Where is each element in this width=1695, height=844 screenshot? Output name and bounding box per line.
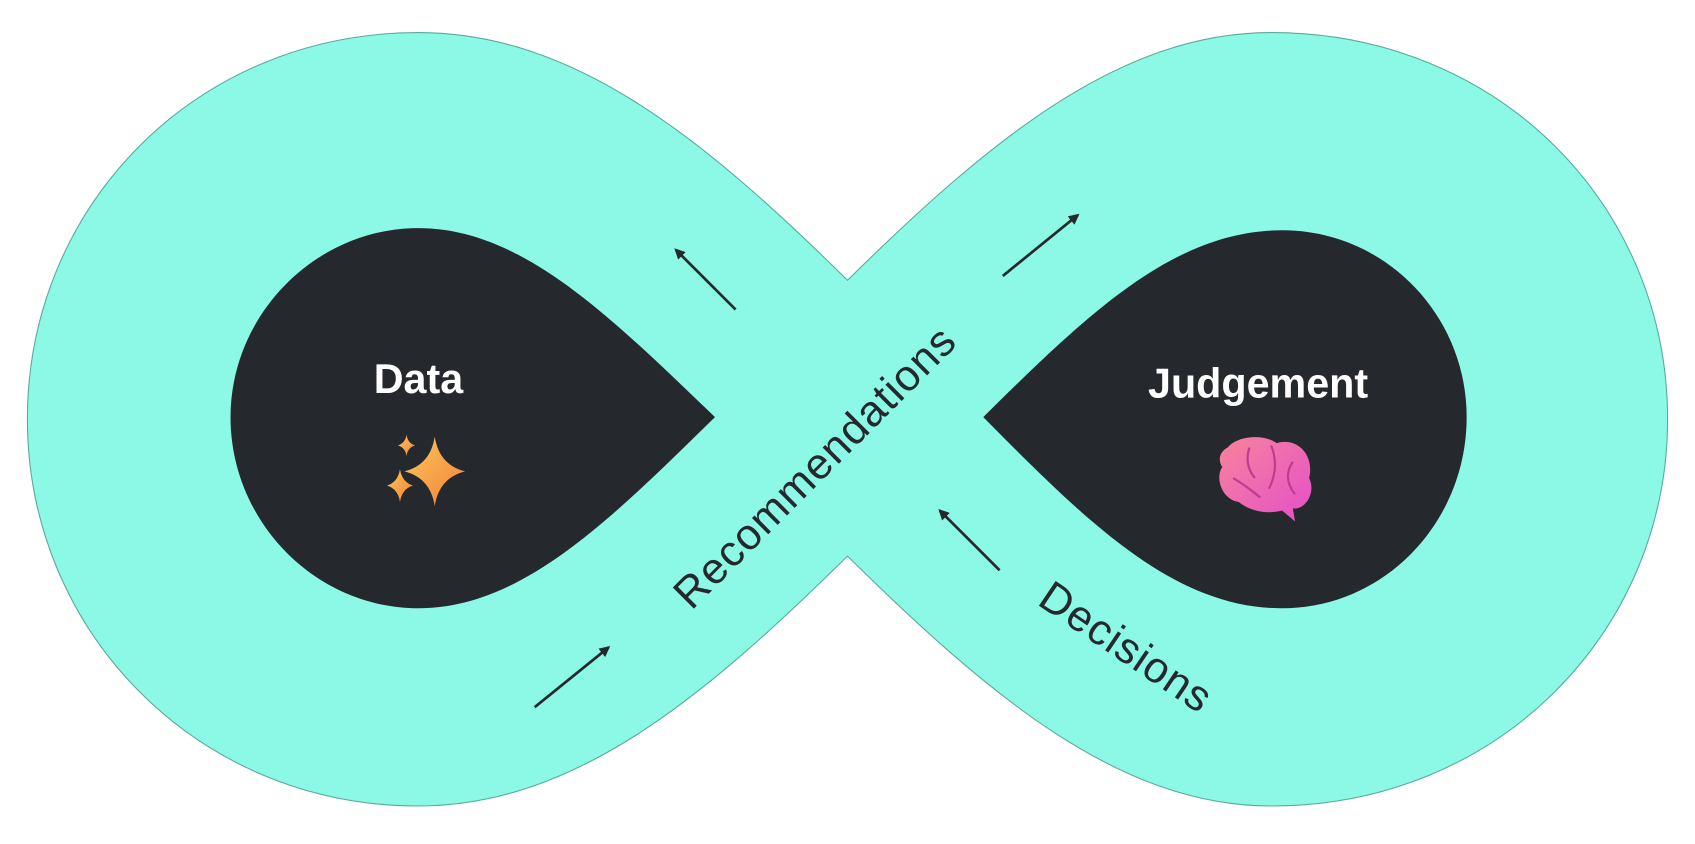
- judgement-node: Judgement: [983, 230, 1467, 609]
- judgement-label: Judgement: [1148, 361, 1368, 407]
- brain-icon: [1219, 437, 1312, 522]
- arrow-up-left-icon: [674, 248, 737, 311]
- infinity-loop: [26, 32, 1669, 807]
- sparkles-icon: [386, 434, 466, 507]
- arrow-up-left-icon: [938, 508, 1001, 572]
- data-node: Data: [230, 228, 715, 609]
- arrow-up-right-icon: [533, 646, 611, 709]
- arrow-up-right-icon: [1001, 213, 1080, 277]
- data-label: Data: [374, 356, 464, 402]
